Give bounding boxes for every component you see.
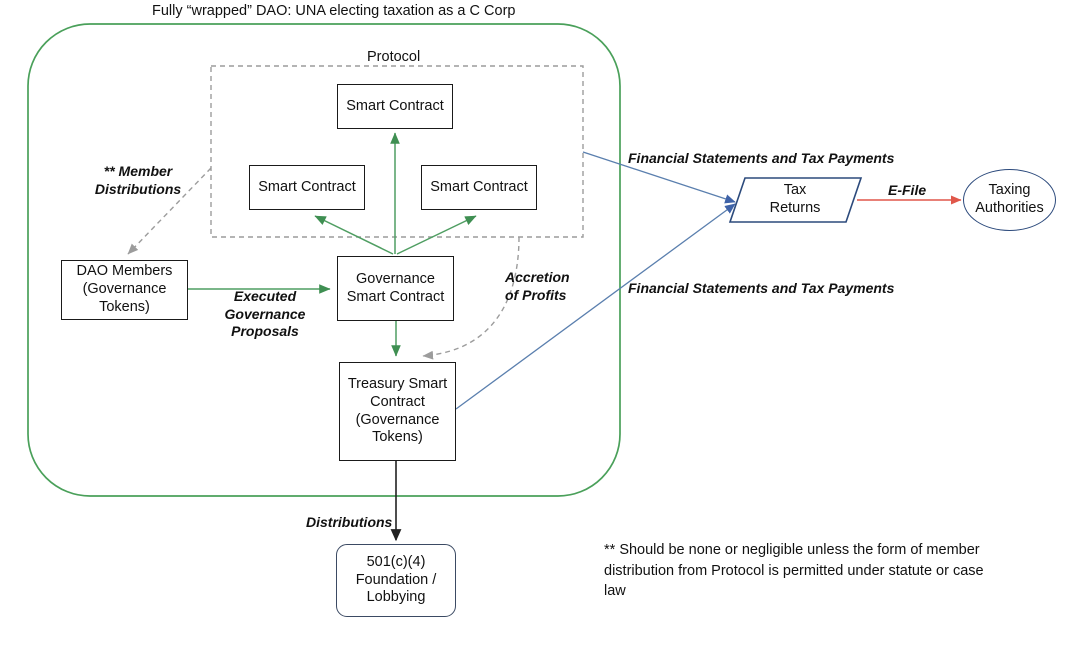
node-governance-smart-contract[interactable]: Governance Smart Contract	[337, 256, 454, 321]
diagram-title: Fully “wrapped” DAO: UNA electing taxati…	[152, 3, 516, 19]
label-financial-statements-top: Financial Statements and Tax Payments	[628, 150, 895, 166]
label-distributions: Distributions	[306, 514, 393, 530]
label-financial-statements-bottom: Financial Statements and Tax Payments	[628, 280, 895, 296]
node-dao-members[interactable]: DAO Members (Governance Tokens)	[61, 260, 188, 320]
node-smart-contract-left[interactable]: Smart Contract	[249, 165, 365, 210]
edge-governance-to-right-contract	[396, 215, 477, 255]
label-executed-governance-proposals: Executed Governance Proposals	[224, 288, 306, 339]
node-smart-contract-right[interactable]: Smart Contract	[421, 165, 537, 210]
footnote-member-distribution: ** Should be none or negligible unless t…	[604, 542, 984, 600]
label-accretion-of-profits: Accretion of Profits	[505, 269, 570, 303]
label-member-distributions: ** Member Distributions	[94, 163, 182, 197]
protocol-label: Protocol	[367, 49, 421, 65]
edge-treasury-to-tax-returns	[455, 203, 736, 410]
node-taxing-authorities[interactable]: Taxing Authorities	[963, 169, 1056, 231]
node-treasury-smart-contract[interactable]: Treasury Smart Contract (Governance Toke…	[339, 362, 456, 461]
edge-governance-to-left-contract	[314, 215, 394, 255]
node-tax-returns[interactable]: Tax Returns	[769, 182, 821, 216]
label-e-file: E-File	[888, 182, 927, 198]
node-smart-contract-top[interactable]: Smart Contract	[337, 84, 453, 129]
node-foundation-lobbying[interactable]: 501(c)(4) Foundation / Lobbying	[336, 544, 456, 617]
